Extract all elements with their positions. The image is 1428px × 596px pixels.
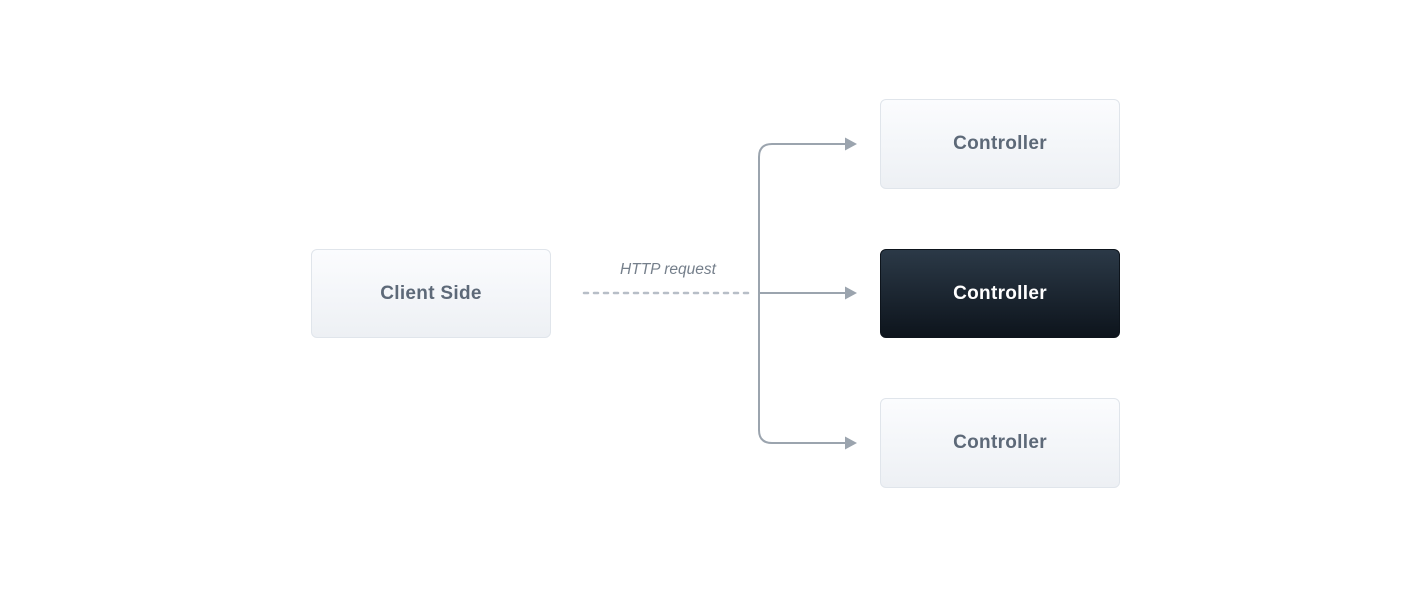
client-side-box: Client Side [311,249,551,338]
controller-box-middle-active: Controller [880,249,1120,338]
http-request-label: HTTP request [620,261,716,278]
arrowhead-bottom-icon [845,436,857,450]
arrowhead-middle-icon [845,286,857,300]
controller-bottom-label: Controller [953,432,1047,453]
controller-middle-label: Controller [953,282,1047,304]
controller-top-label: Controller [953,133,1047,154]
controller-box-bottom: Controller [880,398,1120,488]
controller-box-top: Controller [880,99,1120,189]
client-side-label: Client Side [380,282,482,304]
arrowhead-top-icon [845,137,857,151]
